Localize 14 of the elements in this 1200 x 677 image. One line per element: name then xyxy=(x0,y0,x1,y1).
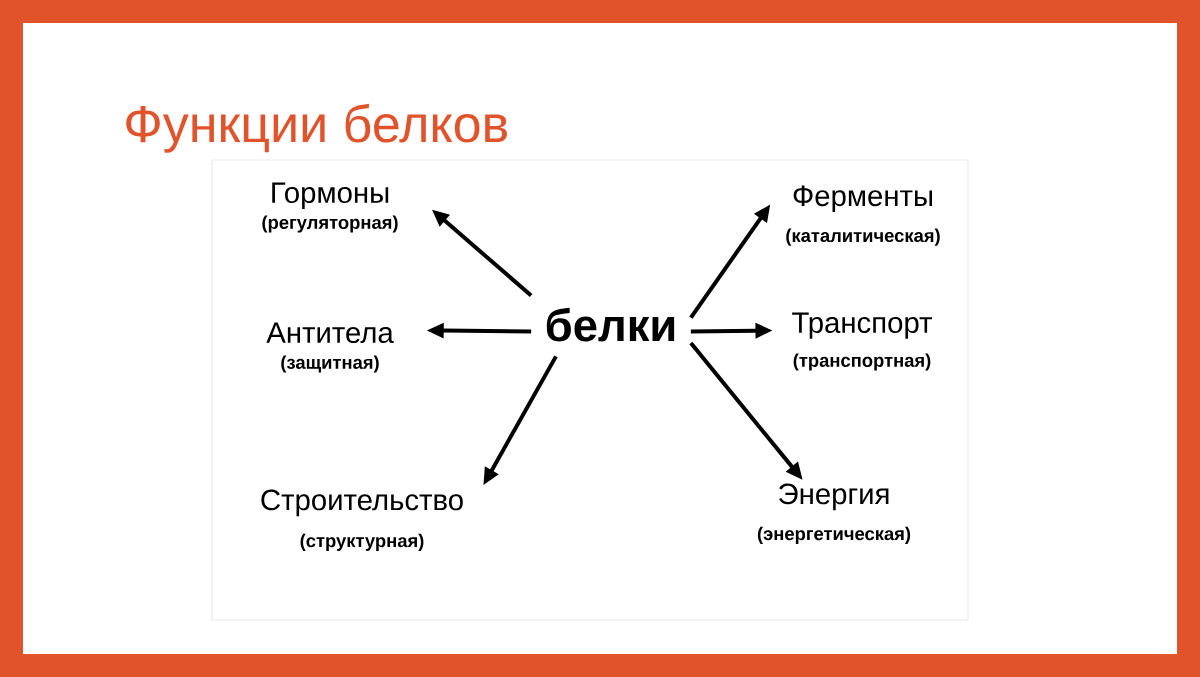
function-name: Транспорт xyxy=(792,312,933,339)
function-type: (защитная) xyxy=(281,355,379,373)
slide-title: Функции белков xyxy=(126,103,507,153)
central-term: белки xyxy=(546,307,675,342)
function-name: Энергия xyxy=(779,483,889,511)
function-name: Антитела xyxy=(266,322,394,344)
function-type: (транспортная) xyxy=(793,353,931,371)
function-type: (энергетическая) xyxy=(757,526,911,544)
function-type: (каталитическая) xyxy=(786,228,940,246)
function-name: Ферменты xyxy=(793,185,932,212)
function-type: (структурная) xyxy=(300,533,424,551)
function-name: Строительство xyxy=(261,489,463,517)
function-type: (регуляторная) xyxy=(262,215,398,233)
function-name: Гормоны xyxy=(272,182,389,209)
